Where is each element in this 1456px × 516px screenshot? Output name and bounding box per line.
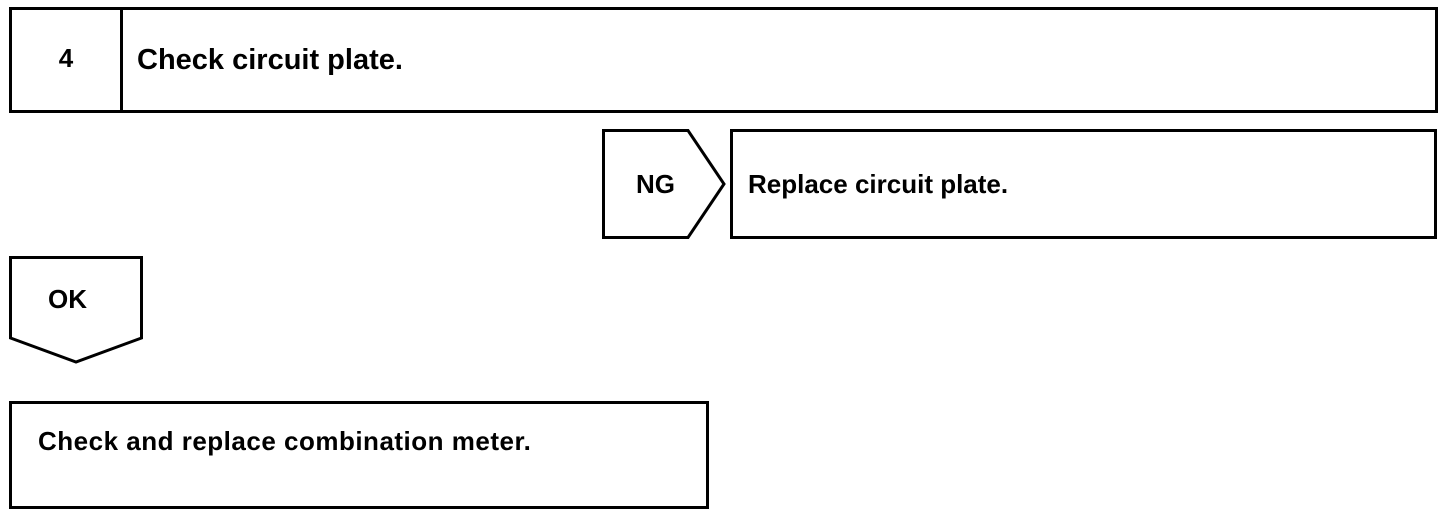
- ok-arrow-shape: [9, 256, 143, 364]
- ng-label: NG: [636, 169, 675, 199]
- ng-action-box: Replace circuit plate.: [730, 129, 1437, 239]
- ng-arrow-shape: [602, 129, 726, 239]
- step-number: 4: [12, 10, 123, 110]
- ok-action-box: Check and replace combination meter.: [9, 401, 709, 509]
- ok-arrow: OK: [9, 256, 143, 364]
- step-title: Check circuit plate.: [137, 43, 403, 76]
- ng-action-text: Replace circuit plate.: [748, 168, 1009, 199]
- ok-action-text: Check and replace combination meter.: [38, 426, 532, 456]
- ok-label: OK: [48, 284, 87, 314]
- ng-arrow: NG: [602, 129, 726, 239]
- step-header-box: 4 Check circuit plate.: [9, 7, 1438, 113]
